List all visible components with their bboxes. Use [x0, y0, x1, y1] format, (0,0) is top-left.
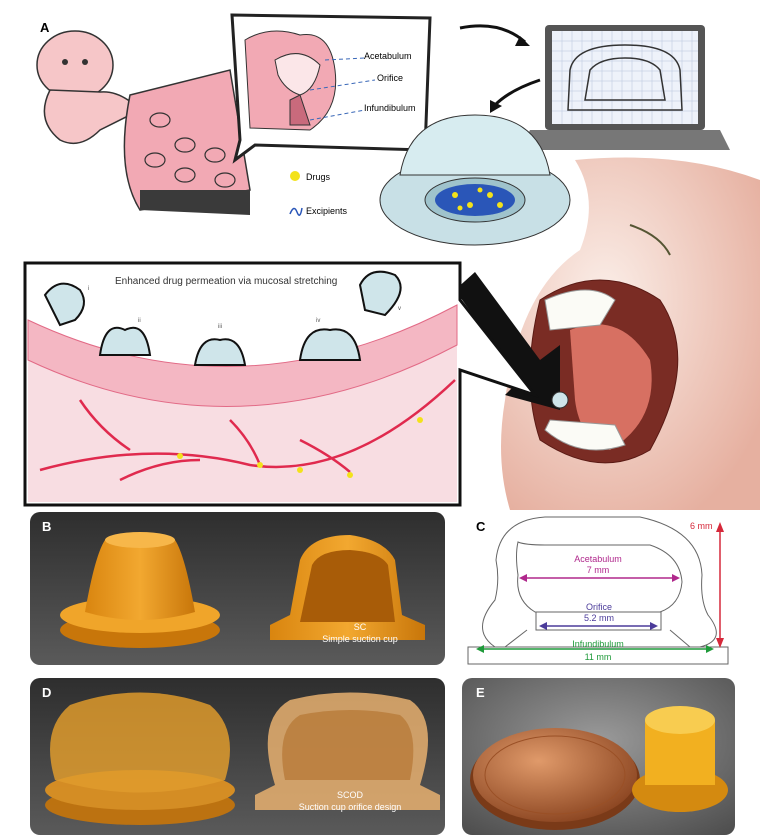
- sc-name: Simple suction cup: [322, 634, 398, 644]
- panel-d-label: D: [42, 685, 51, 700]
- face-illustration: [501, 157, 760, 510]
- euro-cent-coin: [470, 728, 640, 830]
- laptop-cad-icon: [520, 25, 730, 150]
- inset-label-infundibulum: Infundibulum: [364, 103, 416, 113]
- height-value: 6 mm: [690, 521, 713, 531]
- panel-a-label: A: [40, 20, 50, 35]
- tissue-title: Enhanced drug permeation via mucosal str…: [115, 276, 337, 287]
- acetabulum-value: 7 mm: [587, 565, 610, 575]
- application-arrow: [455, 272, 560, 410]
- panel-e-label: E: [476, 685, 485, 700]
- suction-device-illustration: [379, 114, 571, 246]
- orifice-label: Orifice: [586, 602, 612, 612]
- arrow-to-device: [493, 78, 541, 107]
- applied-device: [551, 391, 569, 409]
- inset-label-orifice: Orifice: [377, 73, 403, 83]
- scod-code: SCOD: [337, 790, 364, 800]
- scod-cup-cross-section-render: [255, 692, 440, 810]
- scod-device-photo: [632, 706, 728, 812]
- scod-cup-render: [45, 692, 235, 825]
- arrow-to-laptop: [459, 24, 526, 44]
- infundibulum-value: 11 mm: [585, 652, 612, 662]
- sc-code: SC: [354, 622, 367, 632]
- sc-cup-cross-section-render: [270, 535, 425, 640]
- drugs-legend-marker: [290, 171, 300, 181]
- stage-label-ii: ii: [138, 318, 141, 324]
- cup-schematic: [467, 516, 729, 665]
- stage-label-v: v: [398, 306, 401, 312]
- panel-c-label: C: [476, 519, 486, 534]
- sc-cup-render: [60, 532, 220, 648]
- stage-label-iv: iv: [316, 318, 320, 324]
- legend-excipients: Excipients: [306, 206, 348, 216]
- panel-b-label: B: [42, 519, 51, 534]
- orifice-value: 5.2 mm: [584, 613, 614, 623]
- legend-drugs: Drugs: [306, 172, 331, 182]
- legend: Drugs Excipients: [289, 171, 348, 216]
- acetabulum-label: Acetabulum: [574, 554, 622, 564]
- stage-label-iii: iii: [218, 324, 222, 330]
- stage-label-i: i: [88, 286, 89, 292]
- scod-name: Suction cup orifice design: [299, 802, 402, 812]
- octopus-illustration: [36, 30, 251, 215]
- excipients-legend-marker: [289, 207, 303, 216]
- infundibulum-label: Infundibulum: [572, 639, 624, 649]
- sucker-cross-section-inset: Acetabulum Orifice Infundibulum: [230, 13, 432, 164]
- inset-label-acetabulum: Acetabulum: [364, 51, 412, 61]
- tissue-inset: Enhanced drug permeation via mucosal str…: [23, 261, 540, 507]
